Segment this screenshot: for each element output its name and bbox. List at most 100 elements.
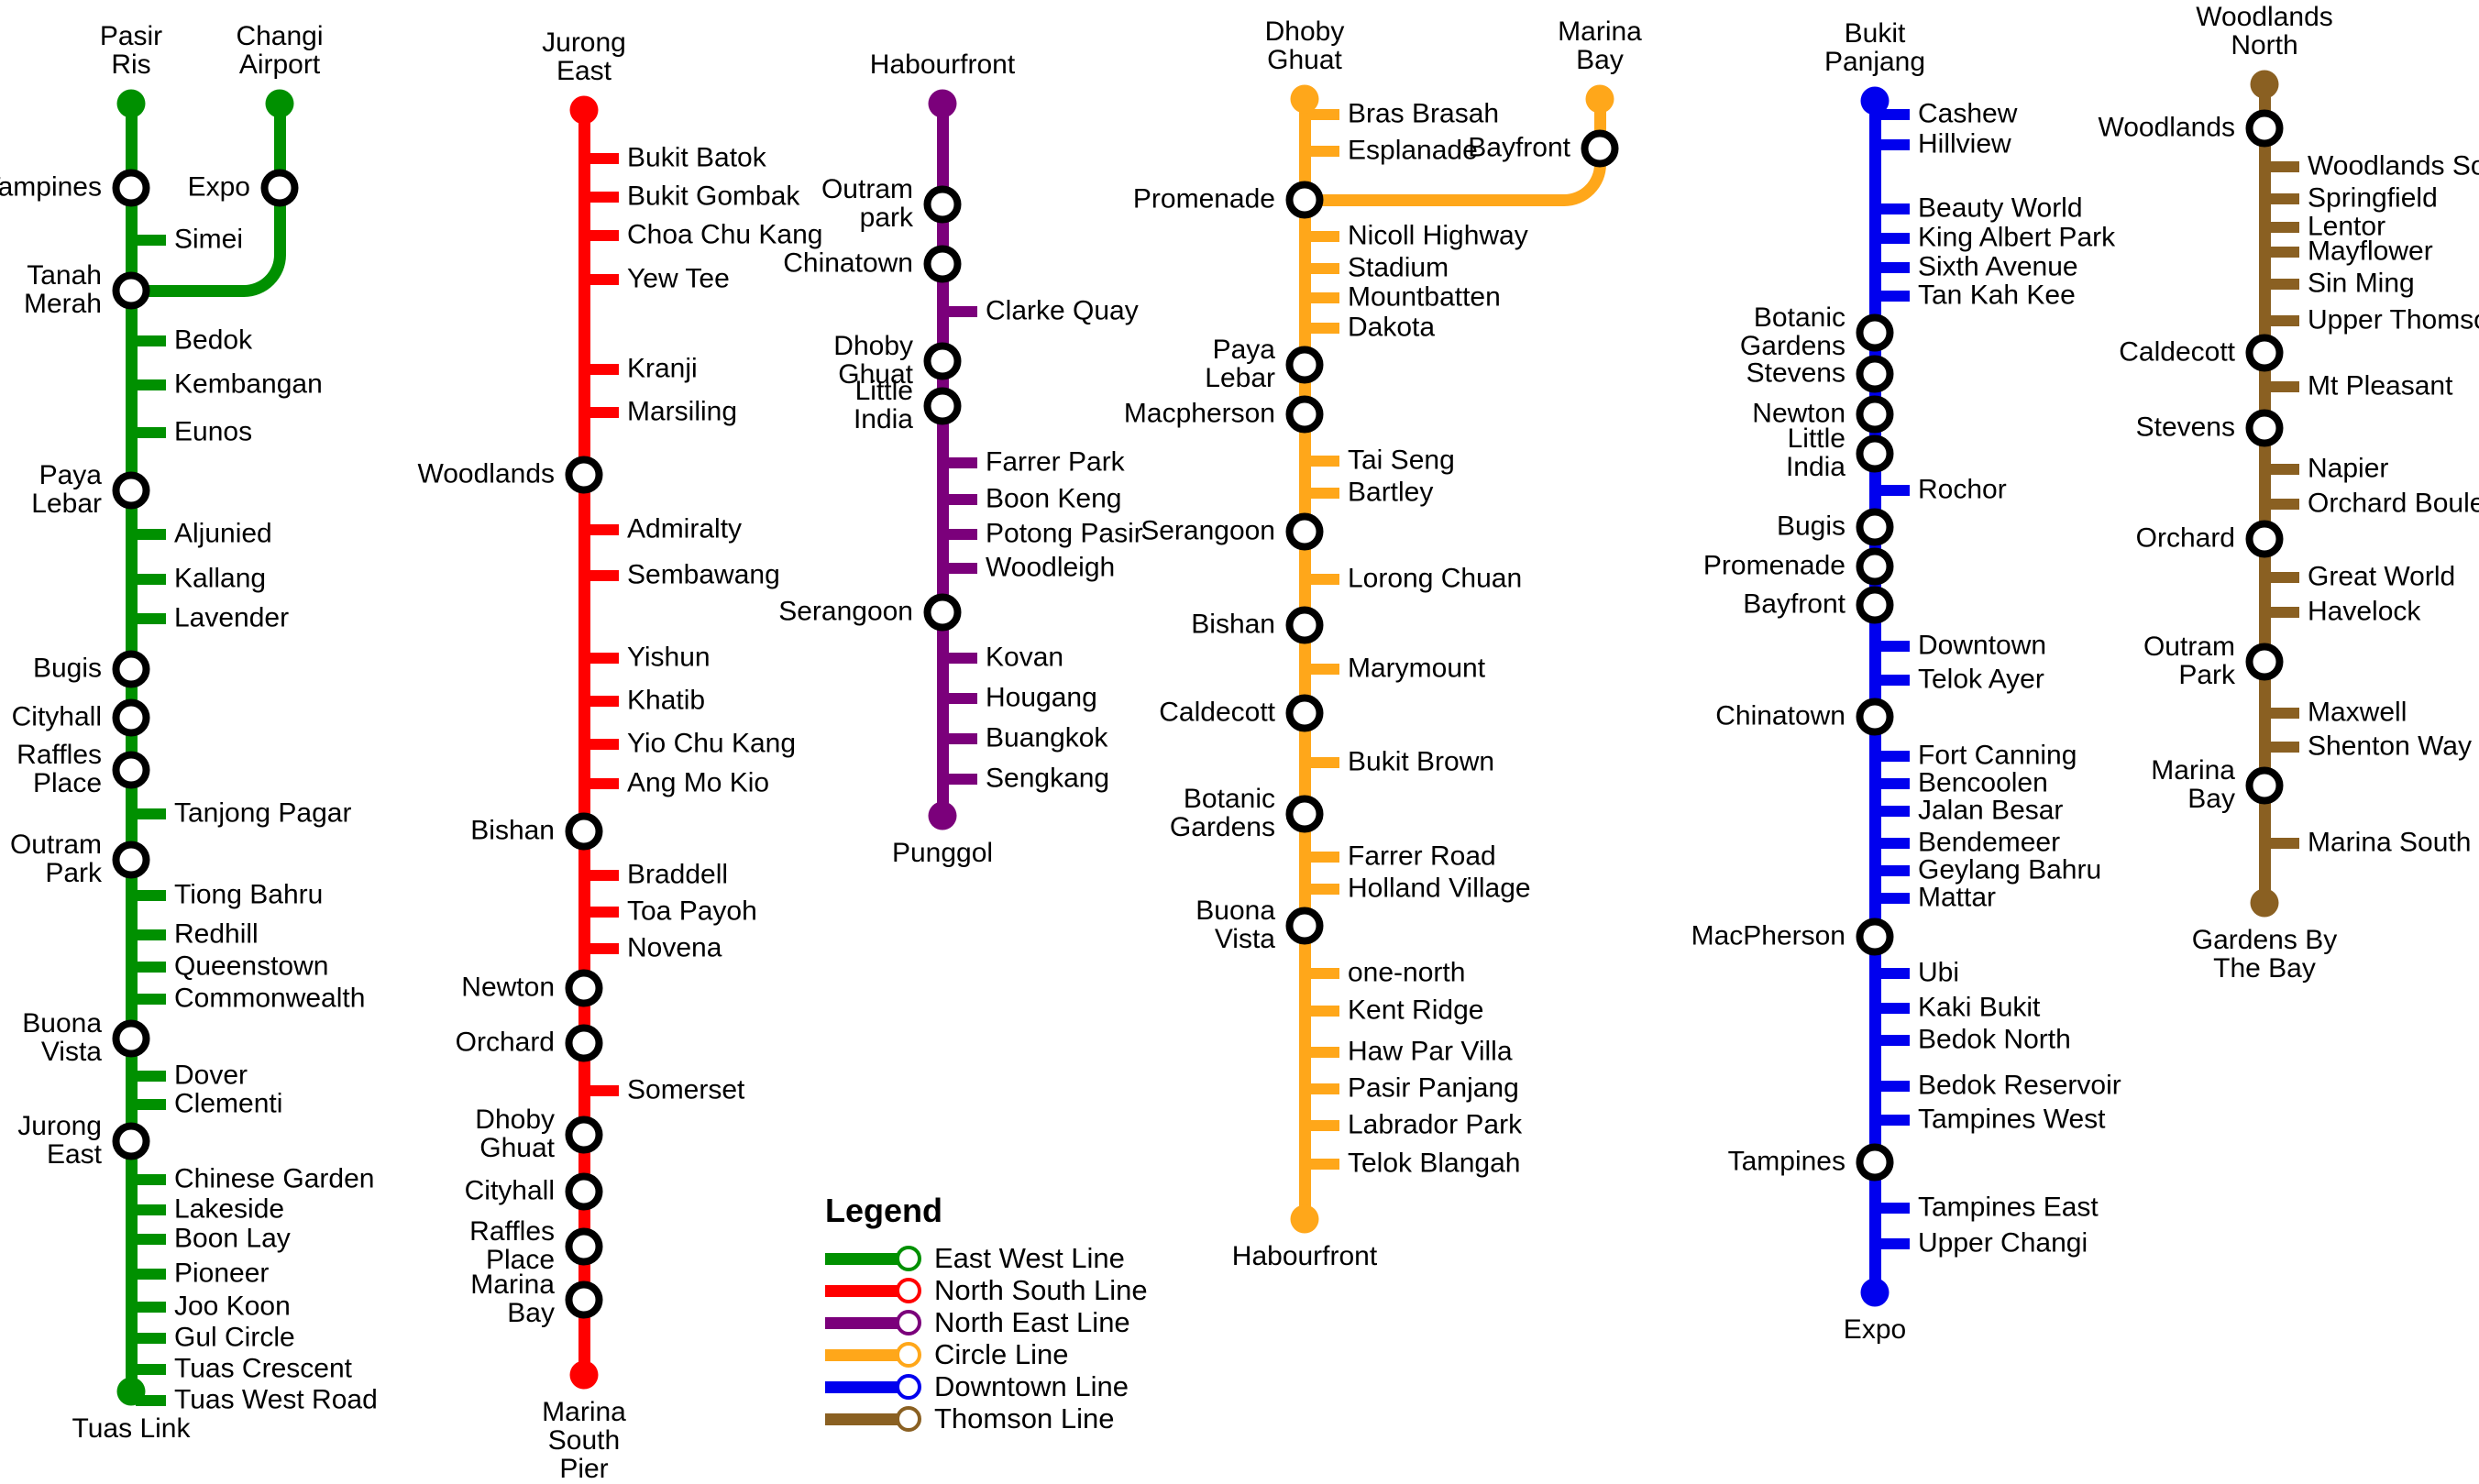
station-stop-circle-line-24[interactable]	[1309, 1047, 1339, 1058]
station-stop-east-west-line-10[interactable]	[136, 613, 166, 624]
station-stop-east-west-line-14[interactable]	[136, 808, 166, 819]
station-interchange-north-east-line-4[interactable]	[923, 387, 962, 425]
station-stop-east-west-line-18[interactable]	[136, 962, 166, 973]
station-interchange-downtown-line-29[interactable]	[1856, 1143, 1894, 1182]
station-interchange-circle-line-18[interactable]	[1285, 795, 1324, 833]
station-stop-circle-line-6[interactable]	[1309, 292, 1339, 303]
station-stop-circle-line-7[interactable]	[1309, 323, 1339, 334]
station-interchange-downtown-line-13[interactable]	[1856, 586, 1894, 624]
station-stop-east-west-line-16[interactable]	[136, 890, 166, 901]
station-stop-north-south-line-9[interactable]	[589, 653, 619, 664]
station-interchange-east-west-line-13[interactable]	[112, 751, 150, 789]
station-stop-thomson-line-17[interactable]	[2269, 742, 2299, 753]
station-interchange-east-west-line-3[interactable]	[112, 271, 150, 310]
station-stop-circle-line-4[interactable]	[1309, 231, 1339, 242]
station-stop-thomson-line-8[interactable]	[2269, 381, 2299, 392]
station-interchange-north-south-line-6[interactable]	[565, 456, 603, 494]
station-stop-east-west-line-22[interactable]	[136, 1099, 166, 1110]
station-interchange-north-south-line-17[interactable]	[565, 969, 603, 1007]
station-interchange-downtown-line-8[interactable]	[1856, 395, 1894, 434]
station-stop-downtown-line-0[interactable]	[1879, 109, 1910, 120]
station-interchange-downtown-line-23[interactable]	[1856, 918, 1894, 956]
station-interchange-circle-line-14[interactable]	[1285, 606, 1324, 644]
station-stop-thomson-line-10[interactable]	[2269, 464, 2299, 475]
station-interchange-thomson-line-0[interactable]	[2245, 109, 2284, 148]
station-interchange-east-west-line-11[interactable]	[112, 650, 150, 688]
station-stop-east-west-line-17[interactable]	[136, 929, 166, 940]
station-stop-thomson-line-16[interactable]	[2269, 708, 2299, 719]
station-stop-downtown-line-22[interactable]	[1879, 893, 1910, 904]
station-stop-east-west-line-28[interactable]	[136, 1302, 166, 1313]
station-interchange-circle-line-12[interactable]	[1285, 512, 1324, 551]
station-stop-downtown-line-25[interactable]	[1879, 1003, 1910, 1014]
station-stop-north-south-line-10[interactable]	[589, 696, 619, 707]
station-interchange-east-west-line-20[interactable]	[112, 1019, 150, 1058]
station-interchange-circle-line-16[interactable]	[1285, 694, 1324, 732]
station-interchange-downtown-line-6[interactable]	[1856, 313, 1894, 352]
station-stop-north-south-line-15[interactable]	[589, 907, 619, 918]
station-stop-downtown-line-2[interactable]	[1879, 203, 1910, 214]
station-interchange-thomson-line-15[interactable]	[2245, 643, 2284, 681]
station-stop-north-east-line-6[interactable]	[947, 494, 977, 505]
station-interchange-thomson-line-9[interactable]	[2245, 409, 2284, 447]
station-interchange-north-south-line-21[interactable]	[565, 1172, 603, 1211]
station-stop-circle-line-13[interactable]	[1309, 574, 1339, 585]
station-stop-circle-line-26[interactable]	[1309, 1120, 1339, 1131]
station-stop-east-west-line-29[interactable]	[136, 1333, 166, 1344]
station-stop-north-east-line-2[interactable]	[947, 306, 977, 317]
station-interchange-east-west-line-7[interactable]	[112, 471, 150, 510]
station-stop-thomson-line-11[interactable]	[2269, 499, 2299, 510]
station-stop-downtown-line-14[interactable]	[1879, 641, 1910, 652]
station-interchange-north-east-line-1[interactable]	[923, 245, 962, 283]
station-stop-north-east-line-8[interactable]	[947, 563, 977, 574]
station-stop-north-south-line-19[interactable]	[589, 1085, 619, 1096]
station-stop-north-east-line-11[interactable]	[947, 693, 977, 704]
station-stop-thomson-line-19[interactable]	[2269, 838, 2299, 849]
station-stop-circle-line-10[interactable]	[1309, 456, 1339, 467]
station-stop-downtown-line-19[interactable]	[1879, 806, 1910, 817]
station-stop-downtown-line-3[interactable]	[1879, 233, 1910, 244]
station-stop-circle-line-27[interactable]	[1309, 1159, 1339, 1170]
station-stop-downtown-line-28[interactable]	[1879, 1115, 1910, 1126]
station-interchange-north-south-line-22[interactable]	[565, 1227, 603, 1266]
station-stop-north-south-line-3[interactable]	[589, 274, 619, 285]
station-stop-north-south-line-4[interactable]	[589, 364, 619, 375]
station-stop-circle-line-22[interactable]	[1309, 968, 1339, 979]
station-stop-north-south-line-12[interactable]	[589, 778, 619, 789]
station-stop-thomson-line-5[interactable]	[2269, 279, 2299, 290]
station-stop-north-south-line-16[interactable]	[589, 943, 619, 954]
station-stop-north-east-line-5[interactable]	[947, 457, 977, 468]
station-interchange-downtown-line-12[interactable]	[1856, 547, 1894, 586]
station-interchange-north-south-line-20[interactable]	[565, 1116, 603, 1154]
station-stop-east-west-line-24[interactable]	[136, 1174, 166, 1185]
station-stop-circle-line-23[interactable]	[1309, 1006, 1339, 1017]
station-stop-circle-line-11[interactable]	[1309, 488, 1339, 499]
station-stop-north-south-line-0[interactable]	[589, 153, 619, 164]
station-stop-thomson-line-4[interactable]	[2269, 247, 2299, 258]
station-stop-east-west-line-25[interactable]	[136, 1204, 166, 1215]
station-interchange-thomson-line-12[interactable]	[2245, 520, 2284, 558]
station-stop-circle-line-19[interactable]	[1309, 852, 1339, 863]
station-interchange-circle-line-3[interactable]	[1285, 181, 1324, 219]
station-stop-downtown-line-20[interactable]	[1879, 838, 1910, 849]
station-interchange-circle-line-9[interactable]	[1285, 395, 1324, 434]
station-interchange-north-east-line-0[interactable]	[923, 185, 962, 224]
station-interchange-downtown-line-9[interactable]	[1856, 434, 1894, 473]
station-stop-east-west-line-4[interactable]	[136, 335, 166, 346]
station-stop-north-east-line-7[interactable]	[947, 529, 977, 540]
station-stop-east-west-line-19[interactable]	[136, 994, 166, 1005]
station-stop-east-west-line-2[interactable]	[136, 235, 166, 246]
station-stop-east-west-line-31[interactable]	[136, 1395, 166, 1406]
station-stop-downtown-line-10[interactable]	[1879, 485, 1910, 496]
station-stop-east-west-line-27[interactable]	[136, 1269, 166, 1280]
station-stop-north-south-line-7[interactable]	[589, 524, 619, 535]
station-interchange-thomson-line-18[interactable]	[2245, 766, 2284, 805]
station-stop-downtown-line-24[interactable]	[1879, 968, 1910, 979]
station-interchange-circle-line-8[interactable]	[1285, 346, 1324, 384]
station-stop-downtown-line-4[interactable]	[1879, 262, 1910, 273]
station-interchange-thomson-line-7[interactable]	[2245, 334, 2284, 372]
station-interchange-east-west-line-15[interactable]	[112, 841, 150, 879]
station-interchange-east-west-line-23[interactable]	[112, 1122, 150, 1160]
station-interchange-east-west-line-12[interactable]	[112, 698, 150, 737]
station-stop-downtown-line-31[interactable]	[1879, 1238, 1910, 1249]
